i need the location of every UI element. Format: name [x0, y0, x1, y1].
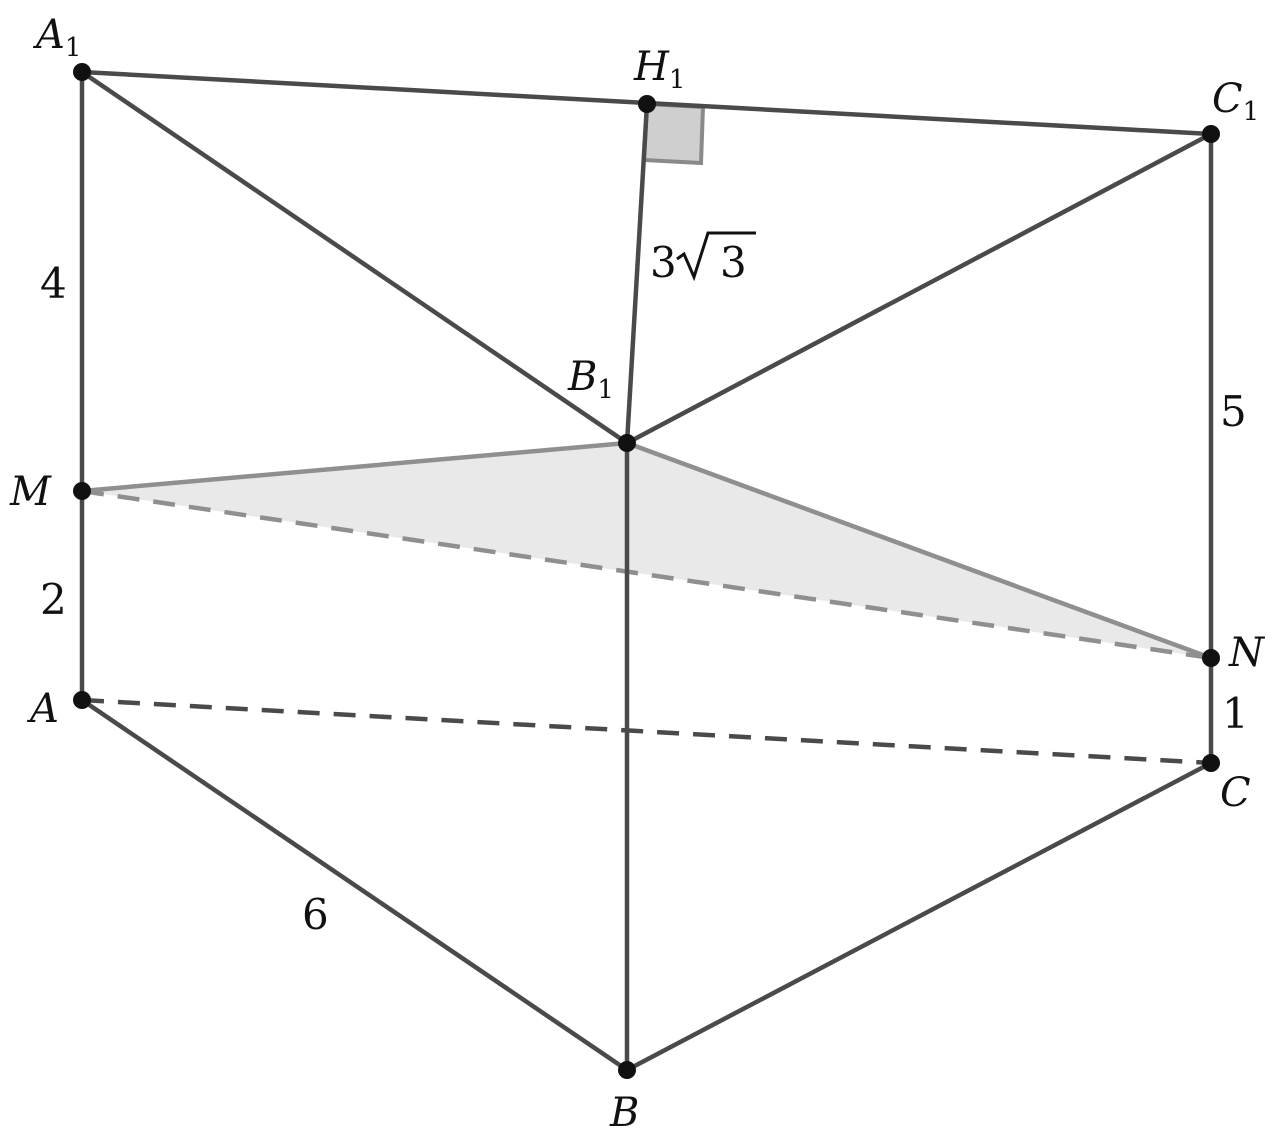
section-triangle-mb1n	[82, 443, 1211, 658]
edge-mn-hidden	[81, 488, 1212, 661]
label-c: C	[1220, 770, 1251, 816]
measure-b1h1-coefficient: 3	[650, 238, 677, 287]
label-m: M	[9, 469, 52, 515]
edge-b1n	[624, 440, 1214, 661]
edge-b1h1	[624, 101, 650, 446]
label-h1: H1	[633, 44, 685, 95]
label-a1: A1	[32, 12, 81, 63]
vertex-h1	[638, 95, 656, 113]
edge-ab	[79, 697, 630, 1073]
vertex-a	[73, 691, 91, 709]
edge-ac-hidden	[81, 697, 1212, 766]
vertex-b	[618, 1061, 636, 1079]
radical-sign-icon	[676, 231, 756, 282]
vertex-b1	[618, 434, 636, 452]
label-a: A	[26, 686, 59, 732]
measure-ab: 6	[302, 890, 329, 939]
label-c1: C1	[1212, 76, 1259, 127]
vertex-n	[1202, 649, 1220, 667]
edge-a1b1	[79, 69, 630, 446]
edge-mb1	[79, 440, 630, 494]
vertex-a1	[73, 63, 91, 81]
edge-bc	[624, 760, 1214, 1073]
vertex-c	[1202, 754, 1220, 772]
measure-a1m: 4	[40, 259, 67, 308]
vertex-c1	[1202, 125, 1220, 143]
vertex-m	[73, 482, 91, 500]
label-b: B	[609, 1090, 639, 1136]
right-angle-marker-h1	[641, 101, 706, 166]
measure-b1h1-radicand: 3	[720, 238, 747, 287]
edge-b1c1	[624, 131, 1214, 446]
label-n: N	[1228, 630, 1266, 676]
measure-c1n: 5	[1220, 387, 1247, 436]
measure-b1h1: 3 3	[650, 231, 756, 287]
measure-nc: 1	[1222, 689, 1249, 738]
measure-ma: 2	[40, 575, 67, 624]
label-b1: B1	[567, 354, 614, 405]
